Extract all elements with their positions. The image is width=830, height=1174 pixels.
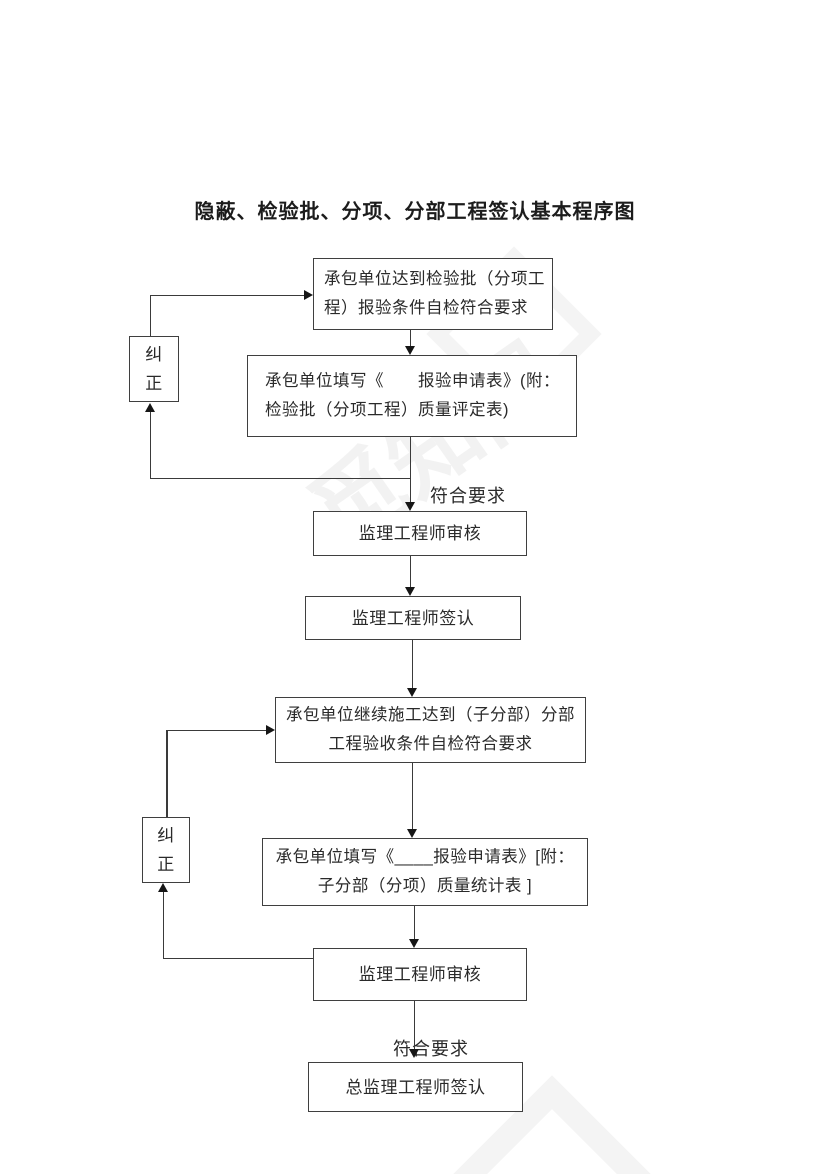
box-text-line: 监理工程师审核 — [358, 965, 482, 984]
arrowhead-up-icon — [144, 403, 155, 412]
flow-box-chief-supervising-engineer-signoff: 总监理工程师签认 — [308, 1062, 523, 1112]
connector-box3-box4 — [409, 556, 411, 588]
flow-box-correction-1: 纠 正 — [129, 336, 179, 402]
connector-correction1-up — [149, 295, 151, 336]
page-title: 隐蔽、检验批、分项、分部工程签认基本程序图 — [194, 201, 636, 223]
box-text-line: 监理工程师审核 — [358, 524, 482, 543]
flow-box-supervising-engineer-review-2: 监理工程师审核 — [313, 948, 527, 1001]
box-text-line: 承包单位继续施工达到（子分部）分部 — [286, 706, 575, 724]
arrowhead-down-icon — [404, 346, 415, 355]
flow-box-contractor-continues-construction: 承包单位继续施工达到（子分部）分部 工程验收条件自检符合要求 — [275, 697, 586, 763]
box-text-line: 检验批（分项工程）质量评定表) — [265, 401, 509, 419]
box-text-line: 正 — [145, 374, 163, 393]
flow-box-supervising-engineer-review-1: 监理工程师审核 — [313, 511, 527, 556]
connector-box1-box2 — [409, 330, 411, 347]
box-text-line: 监理工程师签认 — [351, 608, 475, 628]
arrowhead-up-icon — [157, 883, 168, 892]
box-text-line: 程）报验条件自检符合要求 — [324, 299, 528, 317]
connector-correction2-horizontal — [166, 729, 266, 731]
label-meets-requirements-2: 符合要求 — [393, 1039, 469, 1059]
box-text-line: 承包单位填写《____报验申请表》[附： — [275, 848, 575, 866]
connector-feedback2-horizontal — [163, 957, 313, 959]
arrowhead-down-icon — [404, 502, 415, 511]
arrowhead-down-icon — [406, 688, 417, 697]
arrowhead-down-icon — [408, 939, 419, 948]
box-text-line: 正 — [157, 855, 175, 874]
label-meets-requirements-1: 符合要求 — [430, 486, 506, 506]
flow-box-supervising-engineer-signoff: 监理工程师签认 — [305, 596, 521, 640]
box-text-line: 纠 — [157, 826, 175, 845]
box-text-line: 承包单位填写《 报验申请表》(附： — [265, 372, 560, 390]
box-text-line: 工程验收条件自检符合要求 — [328, 735, 533, 753]
arrowhead-down-icon — [406, 829, 417, 838]
connector-box4-box5 — [411, 640, 413, 689]
connector-box2-box3 — [409, 437, 411, 503]
flow-box-correction-2: 纠 正 — [142, 817, 190, 883]
flow-box-contractor-inspection-batch-ready: 承包单位达到检验批（分项工 程）报验条件自检符合要求 — [313, 258, 553, 330]
connector-correction2-up — [166, 730, 168, 817]
connector-box7-box8 — [413, 1001, 415, 1050]
flow-box-contractor-fills-application-1: 承包单位填写《 报验申请表》(附： 检验批（分项工程）质量评定表) — [247, 355, 577, 437]
arrowhead-right-icon — [304, 289, 313, 300]
box-text-line: 纠 — [145, 345, 163, 364]
box-text-line: 总监理工程师签认 — [345, 1077, 486, 1097]
connector-correction1-horizontal — [150, 294, 304, 296]
connector-box5-box6 — [411, 763, 413, 830]
arrowhead-down-icon — [404, 587, 415, 596]
connector-feedback1-vertical — [149, 412, 151, 479]
box-text-line: 子分部（分项）质量统计表 ] — [317, 877, 533, 895]
arrowhead-right-icon — [266, 724, 275, 735]
box-text-line: 承包单位达到检验批（分项工 — [324, 270, 545, 288]
arrowhead-down-icon — [408, 1049, 419, 1058]
flow-box-contractor-fills-application-2: 承包单位填写《____报验申请表》[附： 子分部（分项）质量统计表 ] — [262, 838, 588, 906]
connector-box6-box7 — [413, 906, 415, 940]
connector-feedback1-horizontal — [150, 477, 411, 479]
connector-feedback2-vertical — [162, 892, 164, 959]
